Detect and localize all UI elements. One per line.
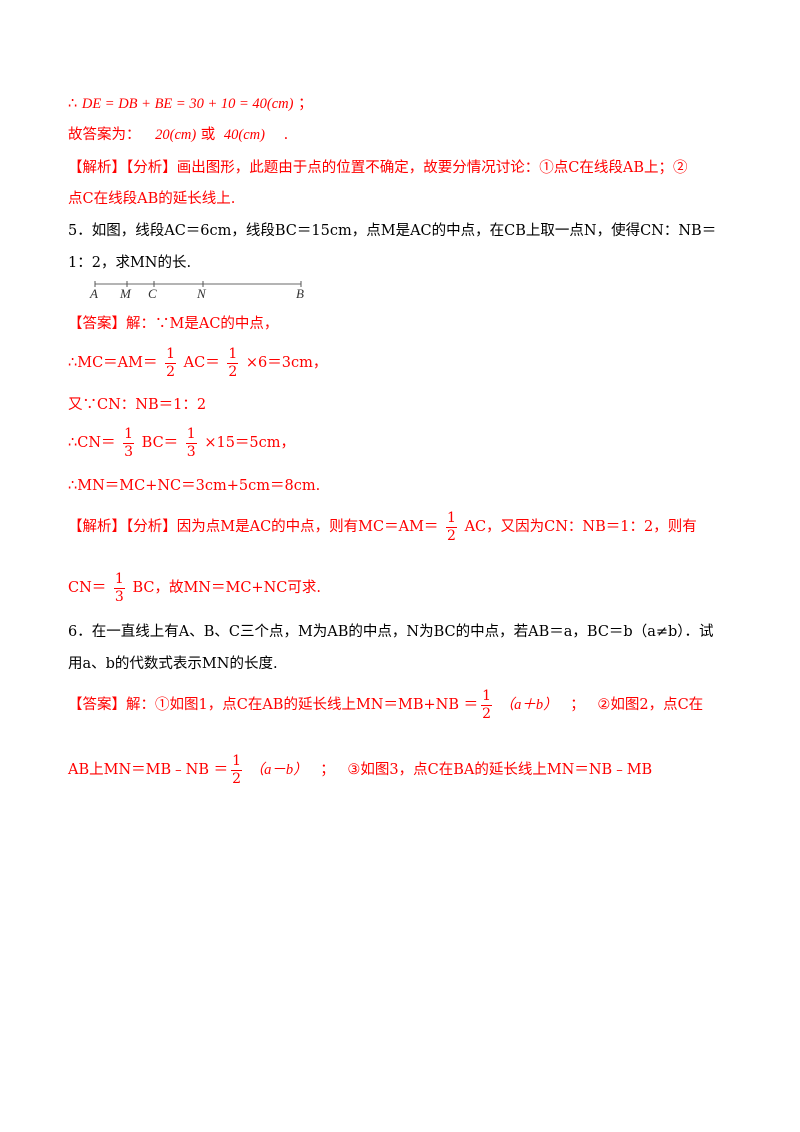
fraction-numerator: 1 [186, 425, 196, 442]
q5-analysis-text: 因为点M是AC的中点，则有MC＝AM＝ [176, 519, 439, 535]
question-5-line-2: 1：2，求MN的长. [68, 253, 191, 273]
answer-prefix: 故答案为： [68, 127, 141, 143]
answer-value-2: 40(cm) [223, 127, 265, 143]
q6-answer-case-3: ③如图3，点C在BA的延长线上MN＝NB﹣MB [347, 762, 653, 778]
q5-mc-am: ∴MC＝AM＝ [68, 355, 158, 371]
fraction-numerator: 1 [166, 345, 176, 362]
fraction-denominator: 3 [123, 442, 135, 460]
tag-jiexi: 【解析】 [68, 160, 126, 176]
question-6-text: 6．在一直线上有A、B、C三个点，M为AB的中点，N为BC的中点，若AB＝a，B… [68, 624, 714, 640]
question-6-text-cont: 用a、b的代数式表示MN的长度. [68, 656, 278, 672]
q5-analysis-cn: CN＝ [68, 580, 107, 596]
fraction-numerator: 1 [114, 570, 124, 587]
q5-analysis-text-2: AC，又因为CN：NB＝1：2，则有 [464, 519, 697, 535]
derivation-line: ∴ DE = DB + BE = 30 + 10 = 40(cm) ； [68, 94, 313, 114]
q5-mn-result: ∴MN＝MC+NC＝3cm+5cm＝8cm. [68, 478, 321, 494]
analysis-text: 画出图形，此题由于点的位置不确定，故要分情况讨论：①点C在线段AB上；② [176, 160, 688, 176]
fraction-numerator: 1 [232, 752, 242, 769]
equals-sign: ＝ [463, 697, 479, 713]
fraction-numerator: 1 [447, 509, 456, 526]
q5-answer-line-3: 又∵CN：NB＝1：2 [68, 395, 206, 415]
sum-expression: （a＋b） [499, 697, 558, 713]
q5-answer-line-5: ∴MN＝MC+NC＝3cm+5cm＝8cm. [68, 476, 320, 496]
q5-cn-result: ×15＝5cm， [204, 435, 296, 451]
question-6-line-2: 用a、b的代数式表示MN的长度. [68, 654, 278, 674]
line-end: ； [298, 96, 313, 112]
q5-bc: BC＝ [141, 435, 179, 451]
q5-answer-text: 解：∵M是AC的中点， [126, 316, 279, 332]
therefore-symbol: ∴ [68, 96, 78, 112]
tag-fenxi: 【分析】 [126, 519, 177, 535]
tag-fenxi: 【分析】 [126, 160, 177, 176]
fraction-denominator: 2 [165, 362, 177, 380]
question-5-text: 5．如图，线段AC＝6cm，线段BC＝15cm，点M是AC的中点，在CB上取一点… [68, 223, 717, 239]
fraction-numerator: 1 [124, 425, 134, 442]
or-word: 或 [200, 127, 216, 143]
question-6-line-1: 6．在一直线上有A、B、C三个点，M为AB的中点，N为BC的中点，若AB＝a，B… [68, 622, 714, 642]
q6-answer-case-1: 解：①如图1，点C在AB的延长线上MN＝MB+NB [126, 697, 459, 713]
difference-expression: （a－b） [249, 762, 308, 778]
q5-answer-tag: 【答案】 [68, 316, 126, 332]
q5-ratio: 又∵CN：NB＝1：2 [68, 397, 207, 413]
fraction-numerator: 1 [482, 687, 492, 704]
answer-end: . [283, 127, 289, 143]
tag-jiexi: 【解析】 [68, 519, 126, 535]
point-label-b: B [296, 286, 304, 301]
question-5-line-1: 5．如图，线段AC＝6cm，线段BC＝15cm，点M是AC的中点，在CB上取一点… [68, 221, 716, 241]
answer-value-1: 20(cm) [155, 127, 197, 143]
analysis-line-cont: 点C在线段AB的延长线上. [68, 189, 235, 209]
equals-sign: ＝ [213, 762, 229, 778]
q5-analysis-end: BC，故MN＝MC+NC可求. [132, 580, 321, 596]
question-5-text-cont: 1：2，求MN的长. [68, 255, 192, 271]
analysis-text-cont: 点C在线段AB的延长线上. [68, 191, 236, 207]
point-label-a: A [89, 286, 98, 301]
answer-line: 故答案为： 20(cm) 或 40(cm) . [68, 125, 288, 145]
separator: ； [570, 697, 585, 713]
q5-answer-line-1: 【答案】解：∵M是AC的中点， [68, 314, 278, 334]
separator: ； [320, 762, 335, 778]
q6-answer-tag: 【答案】 [68, 697, 126, 713]
q5-ac: AC＝ [183, 355, 220, 371]
fraction-denominator: 3 [113, 587, 125, 605]
de-expression: DE = DB + BE = 30 + 10 = 40(cm) [81, 96, 294, 112]
point-label-m: M [119, 286, 132, 301]
q5-mc-result: ×6＝3cm， [245, 355, 328, 371]
q5-cn: ∴CN＝ [68, 435, 116, 451]
fraction-denominator: 2 [446, 526, 457, 544]
point-label-c: C [148, 286, 157, 301]
analysis-line: 【解析】【分析】画出图形，此题由于点的位置不确定，故要分情况讨论：①点C在线段A… [68, 158, 687, 178]
segment-figure: A M C N B [89, 281, 304, 301]
fraction-numerator: 1 [228, 345, 238, 362]
fraction-denominator: 3 [185, 442, 197, 460]
fraction-denominator: 2 [227, 362, 239, 380]
q6-answer-case-2-cont: AB上MN＝MB﹣NB [68, 762, 210, 778]
fraction-denominator: 2 [481, 704, 493, 722]
point-label-n: N [196, 286, 207, 301]
q6-answer-case-2: ②如图2，点C在 [597, 697, 704, 713]
fraction-denominator: 2 [231, 769, 243, 787]
